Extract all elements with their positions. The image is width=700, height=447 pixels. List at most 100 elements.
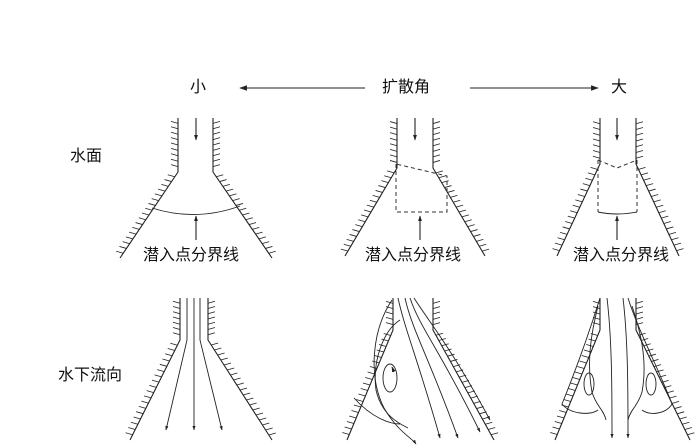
bank-hatch [453,364,461,368]
bank-hatch [376,349,384,353]
bank-hatch [587,172,596,176]
bank-hatch [372,194,380,198]
bank-hatch [239,387,248,391]
bank-hatch [217,352,225,356]
bank-hatch [362,382,371,386]
eddy-icon [382,363,398,393]
bank-hatch [161,183,169,187]
bank-hatch [635,144,644,148]
bank-hatch [239,207,247,211]
bank-hatch [586,344,594,347]
bank-hatch [646,183,654,187]
bank-hatch [222,183,230,187]
bank-hatch [141,212,150,216]
bank-hatch [653,199,661,203]
bank-hatch [562,226,570,230]
streamline [374,319,409,429]
bank-hatch [367,371,375,375]
bank-hatch [358,219,366,223]
row-label-surface: 水面 [70,146,103,165]
streamline [397,297,441,439]
bank-hatch [136,411,144,415]
bank-hatch [167,348,175,351]
bank-hatch [679,416,687,420]
flow-panel-mid [353,297,491,445]
row-label-underwater: 水下流向 [58,365,123,384]
bank-hatch [572,204,580,208]
bank-hatch [378,344,387,347]
bank-hatch [170,131,179,135]
streamline [373,299,417,445]
bank-hatch [656,369,664,373]
bank-hatch [389,121,398,124]
bank-hatch [207,311,216,315]
plunge-line-dashed-top [597,159,638,169]
bank-hatch [554,421,562,424]
bank-hatch [643,177,651,181]
eddy-icon [645,372,657,396]
channel-bank-line [207,298,273,441]
bank-hatch [170,158,179,162]
bank-hatch [167,174,175,178]
bank-hatch [635,311,644,315]
bank-hatch [375,190,383,193]
bank-hatch [565,221,573,224]
bank-hatch [389,143,398,147]
bank-hatch [342,432,350,435]
bank-hatch [550,432,558,435]
bank-hatch [143,395,152,399]
bank-hatch [125,236,133,240]
bank-hatch [570,382,578,386]
streamline [165,298,188,431]
bank-hatch [235,203,244,206]
bank-hatch [389,160,398,163]
bank-hatch [557,237,565,241]
bank-hatch [172,327,181,330]
bank-hatch [592,150,601,153]
surface-panel-mid [395,118,448,240]
streamline [199,298,223,431]
bank-hatch [268,250,276,254]
bank-hatch [236,382,244,386]
bank-hatch [556,415,565,419]
bank-hatch [669,395,677,399]
channel-bank-line [346,298,394,441]
bank-hatch [668,231,676,235]
bank-hatch [592,138,601,142]
bank-hatch [148,203,156,206]
bank-hatch [365,377,373,380]
streamline [561,297,601,414]
bank-hatch [646,348,654,352]
bank-hatch [219,179,227,182]
plunge-line [151,205,241,215]
bank-hatch [441,180,449,184]
bank-hatch [212,131,221,135]
bank-hatch [656,204,664,208]
bank-hatch [635,132,644,136]
bank-hatch [207,327,216,330]
bank-hatch [635,121,644,125]
bank-hatch [212,137,221,140]
bank-hatch [170,153,179,157]
bank-hatch [245,217,253,221]
bank-hatch [456,204,464,208]
label-diffusion-angle: 扩散角 [382,77,431,96]
bank-hatch [635,306,644,310]
flow-panel-small [165,298,223,431]
bank-hatch [212,126,221,130]
bank-hatch [563,399,571,402]
bank-hatch [207,300,216,304]
bank-hatch [389,126,398,130]
bank-hatch [432,148,441,152]
bank-hatch [145,207,153,211]
bank-hatch [170,164,179,167]
bank-hatch [151,379,160,383]
channel-bank-line [119,118,179,259]
bank-hatch [207,316,216,320]
bank-hatch [385,306,394,310]
bank-hatch [255,412,264,416]
bank-hatch [363,209,372,213]
bank-hatch [567,215,575,219]
bank-hatch [432,311,441,315]
bank-hatch [447,190,455,193]
